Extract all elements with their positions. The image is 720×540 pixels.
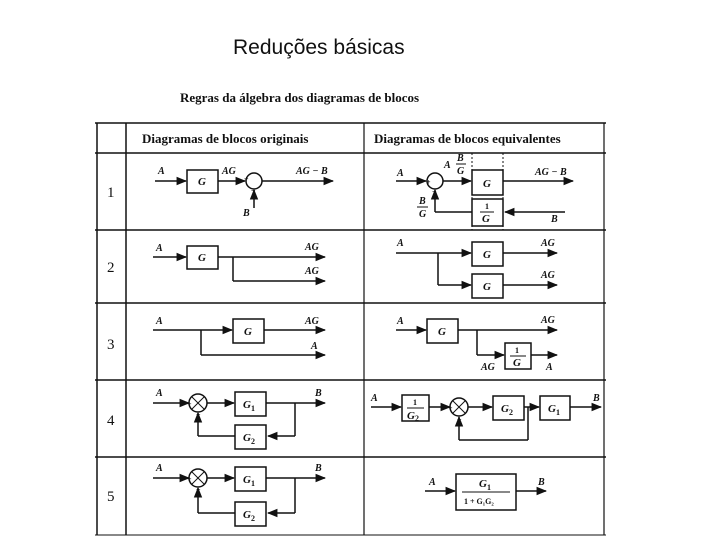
row1-eq-block-G-den: G [482,213,490,225]
row1-eq-label-AG-B: AG − B [534,167,567,178]
row5-eq-block-G1: G [479,478,487,490]
row2-original-diagram [153,245,327,286]
row1-orig-label-B: B [242,208,250,219]
row1-orig-label-AG: AG [221,166,237,177]
row5-equivalent-diagram [425,473,548,511]
row4-eq-label-B: B [592,393,600,404]
row1-orig-label-A: A [157,166,165,177]
row1-orig-plus: + [244,175,249,184]
row3-original-diagram [153,318,327,360]
row2-eq-block-G2: G [483,281,491,293]
row4-eq-block-G2-den: G [407,410,415,422]
row5-eq-block-denominator: 1 + G₁G₂ [464,497,494,506]
row3-eq-label-A: A [396,316,404,327]
row1-eq-side-den: G [419,209,427,220]
row4-orig-block-G1-sub: 1 [251,404,255,413]
figure-subtitle: Regras da álgebra dos diagramas de bloco… [180,90,419,105]
row5-orig-block-G1-sub: 1 [251,479,255,488]
row2-orig-label-A: A [155,243,163,254]
row1-eq-frac-num: B [456,153,464,164]
row4-orig-block-G2: G [243,432,251,444]
row4-orig-minus: − [196,410,201,419]
row2-equivalent-diagram [396,241,559,299]
row1-eq-block-one: 1 [485,202,489,211]
row3-orig-label-A2: A [310,341,318,352]
row2-orig-label-AG1: AG [304,242,320,253]
row3-eq-label-AG2: AG [480,362,496,373]
row5-orig-minus: − [196,485,201,494]
row3-orig-block-G: G [244,326,252,338]
row1-eq-frac-den: G [457,166,465,177]
row1-orig-block-G: G [198,176,206,188]
row4-orig-block-G2-sub: 2 [251,437,255,446]
row1-eq-plus: + [426,178,431,187]
row3-orig-label-AG: AG [304,316,320,327]
row1-eq-label-B: B [550,214,558,225]
row5-eq-label-A: A [428,477,436,488]
row-number-1: 1 [107,185,115,201]
row5-orig-label-A: A [155,463,163,474]
row4-original-diagram [153,391,327,450]
row5-orig-label-B: B [314,463,322,474]
row2-eq-label-AG1: AG [540,238,556,249]
row2-eq-label-AG2: AG [540,270,556,281]
row4-eq-block-G1: G [548,403,556,415]
row4-eq-plus: + [448,404,453,413]
row1-eq-block-G: G [483,178,491,190]
row2-orig-block-G: G [198,252,206,264]
row-number-4: 4 [107,413,115,429]
row5-orig-block-G2: G [243,509,251,521]
row5-orig-block-G1: G [243,474,251,486]
row4-eq-minus: − [457,415,462,424]
row4-equivalent-diagram [371,394,603,441]
row4-eq-block-G2: G [501,403,509,415]
row3-eq-block-G: G [438,326,446,338]
header-original: Diagramas de blocos originais [142,131,308,146]
row3-eq-label-A2: A [545,362,553,373]
row4-eq-block-G1-sub: 1 [556,408,560,417]
row-number-3: 3 [107,337,115,353]
row5-eq-block-G1-sub: 1 [487,483,491,492]
row4-eq-block-one: 1 [413,398,417,407]
row4-eq-label-A: A [370,393,378,404]
row4-orig-label-B: B [314,388,322,399]
row1-eq-minus: − [432,187,437,196]
row3-orig-label-A: A [155,316,163,327]
row3-equivalent-diagram [396,318,559,370]
row3-eq-block-G-den: G [513,357,521,369]
row1-eq-label-A2: A [443,160,451,171]
row4-eq-block-G2-den-sub: 2 [415,414,419,423]
row4-orig-block-G1: G [243,399,251,411]
row5-original-diagram [153,466,327,527]
row4-orig-label-A: A [155,388,163,399]
row1-orig-minus: − [251,186,256,195]
row4-eq-block-G2-sub: 2 [509,408,513,417]
row-number-2: 2 [107,260,115,276]
row1-orig-label-AG-B: AG − B [295,166,328,177]
row1-eq-side-num: B [418,196,426,207]
header-equivalent: Diagramas de blocos equivalentes [374,131,561,146]
row3-eq-block-one: 1 [515,346,519,355]
row1-eq-label-A: A [396,168,404,179]
row4-orig-plus: + [187,400,192,409]
row5-orig-plus: + [187,475,192,484]
row3-eq-label-AG: AG [540,315,556,326]
row5-eq-label-B: B [537,477,545,488]
row1-original-diagram [155,169,335,208]
row5-orig-block-G2-sub: 2 [251,514,255,523]
row2-eq-block-G1: G [483,249,491,261]
row-number-5: 5 [107,489,115,505]
row2-eq-label-A: A [396,238,404,249]
table-frame [95,122,606,536]
row2-orig-label-AG2: AG [304,266,320,277]
page-title: Reduções básicas [233,36,405,59]
